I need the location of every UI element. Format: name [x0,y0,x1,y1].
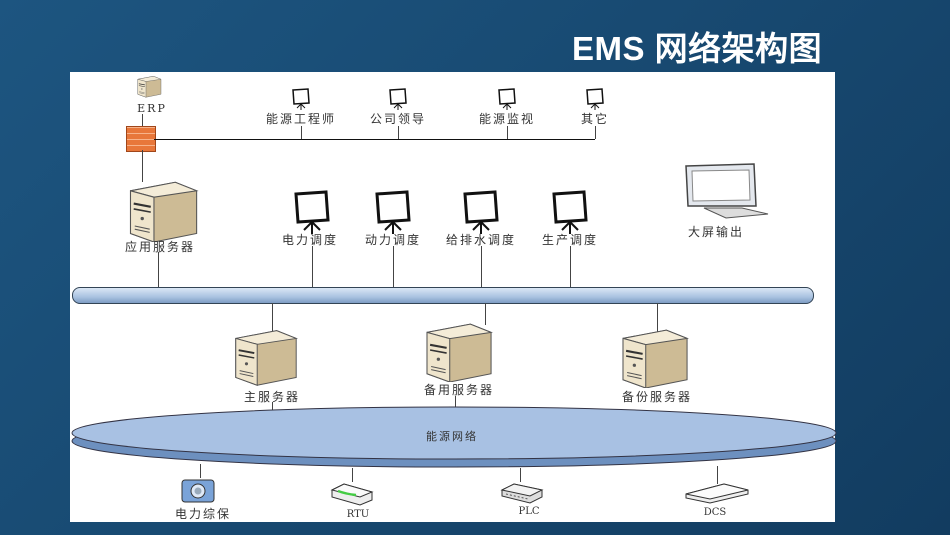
slide-title: EMS 网络架构图 [572,30,823,67]
terminal-label: 能源工程师 [265,112,337,126]
backbone-bus [72,287,814,304]
monitor-icon [294,190,330,234]
device-label: DCS [703,507,727,518]
app-server-label: 应用服务器 [124,240,196,254]
terminal-label: 其它 [580,112,610,126]
dcs-icon [685,483,749,504]
device-label: PLC [518,506,540,517]
dispatch-label: 动力调度 [364,233,422,247]
terminal-label: 公司领导 [369,112,427,126]
monitor-icon [463,190,499,234]
standby-server-icon [425,322,493,382]
server-label: 备份服务器 [621,390,693,404]
app-server-icon [129,181,198,242]
server-label: 主服务器 [243,390,301,404]
backup-server-icon [621,328,689,388]
dispatch-label: 生产调度 [541,233,599,247]
dispatch-label: 电力调度 [281,233,339,247]
device-label: RTU [346,509,370,520]
protection-relay-icon [181,479,215,503]
monitor-icon [586,88,604,110]
dispatch-label: 给排水调度 [445,233,517,247]
monitor-icon [389,88,407,110]
plc-icon [500,483,544,504]
monitor-icon [375,190,411,234]
big-screen-icon [685,163,769,219]
erp-label: ERP [137,102,167,115]
server-label: 备用服务器 [423,383,495,397]
rtu-icon [330,483,374,506]
main-server-icon [234,329,298,386]
device-label: 电力综保 [174,507,232,521]
monitor-icon [498,88,516,110]
network-label: 能源网络 [426,430,478,443]
monitor-icon [552,190,588,234]
erp-server-icon [137,75,162,98]
terminal-label: 能源监视 [478,112,536,126]
firewall-icon [126,126,156,152]
big-screen-label: 大屏输出 [687,225,745,239]
energy-network [71,406,837,468]
monitor-icon [292,88,310,110]
